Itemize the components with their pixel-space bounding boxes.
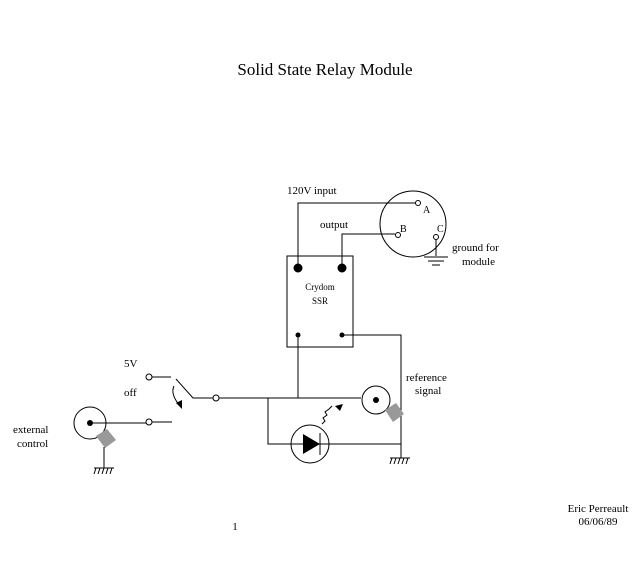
ssr-terminal-1	[293, 263, 303, 273]
author-name: Eric Perreault	[568, 503, 629, 515]
led-emission-squiggle	[321, 405, 333, 425]
input-wire	[297, 202, 415, 266]
reference-ground-icon	[389, 457, 410, 465]
external-ground-icon	[93, 467, 114, 475]
reference-bnc-center	[373, 397, 379, 403]
external-label-line2: control	[17, 438, 48, 450]
pin-c-label: C	[437, 224, 444, 235]
ssr-label-line2: SSR	[312, 296, 328, 306]
input-label: 120V input	[287, 185, 337, 197]
connector-pin-c	[433, 234, 439, 240]
reference-return-wire	[342, 334, 402, 458]
pin-a-label: A	[423, 205, 431, 216]
switch-common	[212, 394, 220, 402]
external-bnc-tab	[96, 429, 116, 448]
connector-pin-b	[395, 232, 401, 238]
external-label-line1: external	[13, 424, 48, 436]
reference-label-line2: signal	[415, 385, 441, 397]
ssr-terminal-2	[337, 263, 347, 273]
reference-bnc-tab	[385, 403, 404, 422]
led-loop-wire	[267, 398, 401, 445]
page-title: Solid State Relay Module	[237, 60, 412, 79]
led-emission-arrow-icon	[335, 404, 343, 411]
ssr-label-line1: Crydom	[305, 282, 335, 292]
ground-label-line2: module	[462, 256, 495, 268]
switch-throw-arrow-icon	[176, 400, 182, 409]
switch-off-label: off	[124, 387, 137, 399]
ssr-box	[286, 255, 354, 348]
drawing-date: 06/06/89	[578, 516, 618, 528]
connector-pin-a	[415, 200, 421, 206]
output-label: output	[320, 219, 348, 231]
switch-5v-label: 5V	[124, 358, 138, 370]
switch-contact-off	[145, 418, 153, 426]
pin-b-label: B	[400, 224, 407, 235]
reference-label-line1: reference	[406, 372, 447, 384]
connector-body	[379, 190, 447, 258]
output-wire	[341, 233, 395, 266]
switch-contact-5v	[145, 373, 153, 381]
switch-lever	[175, 378, 213, 399]
ground-label-line1: ground for	[452, 242, 499, 254]
reference-bnc-outer	[361, 385, 391, 415]
module-ground-icon	[424, 256, 448, 266]
page-number: 1	[232, 521, 238, 533]
